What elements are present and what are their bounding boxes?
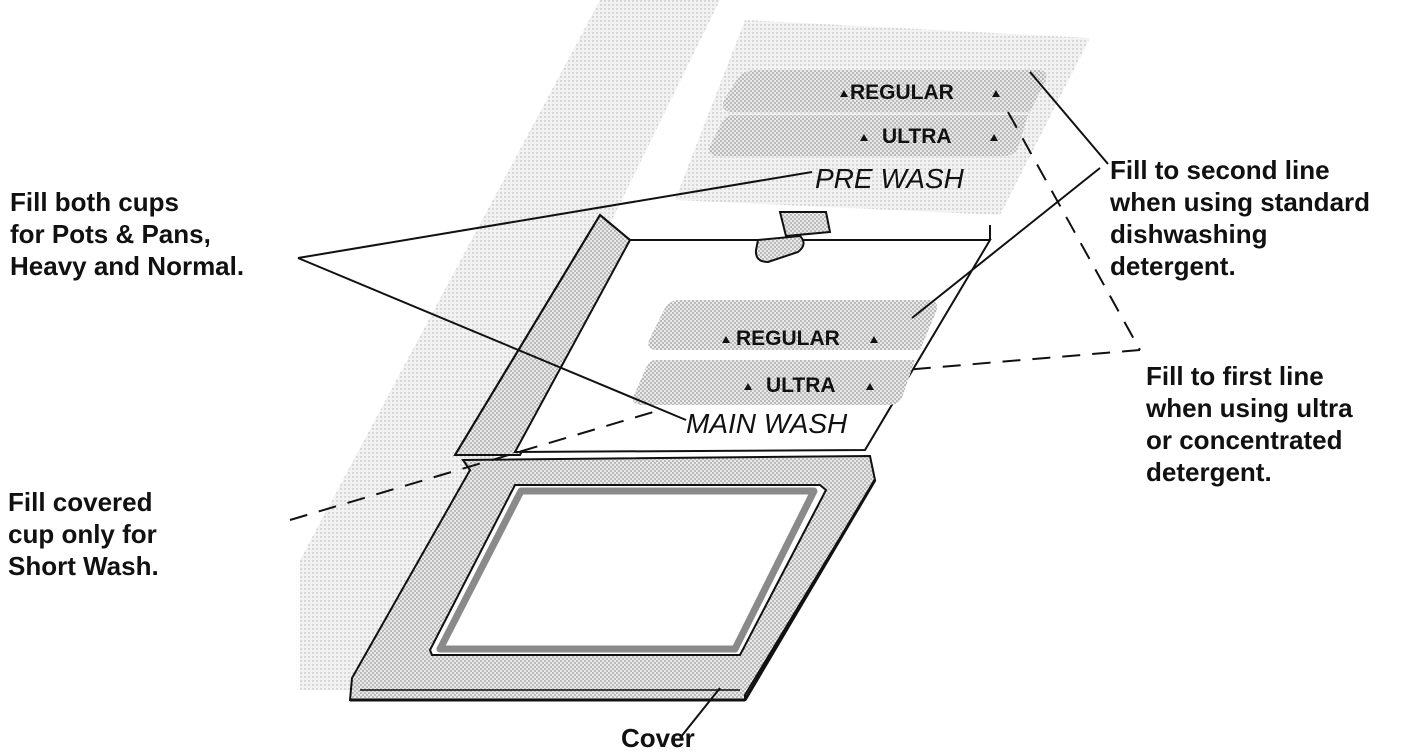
arrow-up-icon bbox=[860, 134, 868, 141]
main-wash-ultra-band bbox=[632, 360, 915, 405]
callout-line: or concentrated bbox=[1146, 425, 1343, 455]
main-wash-ultra-label: ULTRA bbox=[766, 374, 836, 397]
main-wash-regular-label: REGULAR bbox=[736, 327, 840, 350]
callout-fill-both-cups: Fill both cups for Pots & Pans, Heavy an… bbox=[10, 186, 244, 282]
callout-line: Fill covered bbox=[8, 487, 153, 517]
leader-first-line-main bbox=[903, 349, 1141, 371]
leader-cover bbox=[679, 687, 721, 739]
pre-wash-ultra-band bbox=[708, 115, 1028, 156]
main-wash-cup: REGULAR ULTRA MAIN WASH bbox=[632, 300, 938, 439]
pre-wash-cup: REGULAR ULTRA PRE WASH bbox=[708, 70, 1047, 194]
callout-first-line: Fill to first line when using ultra or c… bbox=[1146, 360, 1353, 488]
cover-edge bbox=[743, 479, 877, 701]
callout-line: when using ultra bbox=[1146, 393, 1353, 423]
arrow-up-icon bbox=[744, 383, 752, 390]
main-wash-regular-band bbox=[648, 300, 938, 350]
latch bbox=[754, 211, 832, 264]
pre-wash-ultra-label: ULTRA bbox=[882, 125, 952, 148]
callout-line: cup only for bbox=[8, 519, 157, 549]
callout-line: Fill to second line bbox=[1110, 155, 1330, 185]
leader-second-line-pre bbox=[1029, 71, 1109, 165]
leader-fill-covered bbox=[289, 409, 661, 521]
callout-line: detergent. bbox=[1110, 251, 1236, 281]
lid-edge bbox=[454, 214, 601, 456]
leader-first-line-pre bbox=[1007, 111, 1141, 351]
callout-cover: Cover bbox=[621, 722, 695, 754]
callout-line: Fill both cups bbox=[10, 187, 179, 217]
leader-lines bbox=[297, 71, 1109, 739]
arrow-up-icon bbox=[722, 336, 730, 343]
cover-gasket bbox=[436, 487, 818, 653]
cover bbox=[348, 454, 877, 702]
arrow-up-icon bbox=[840, 90, 848, 97]
callout-line: Fill to first line bbox=[1146, 361, 1324, 391]
pre-wash-regular-label: REGULAR bbox=[850, 81, 954, 104]
callout-line: detergent. bbox=[1146, 457, 1272, 487]
callout-line: for Pots & Pans, bbox=[10, 219, 211, 249]
pre-wash-title: PRE WASH bbox=[815, 163, 965, 194]
dashed-leader-lines bbox=[289, 111, 1141, 521]
arrow-up-icon bbox=[870, 336, 878, 343]
cover-window bbox=[428, 484, 828, 656]
callout-line: Short Wash. bbox=[8, 551, 159, 581]
lid-edge bbox=[599, 214, 631, 241]
leader-fill-both-pre bbox=[297, 171, 813, 259]
callout-line: Cover bbox=[621, 723, 695, 753]
callout-line: Heavy and Normal. bbox=[10, 251, 245, 281]
arrow-up-icon bbox=[990, 134, 998, 141]
door-panel-shading bbox=[300, 0, 720, 690]
callout-line: when using standard bbox=[1110, 187, 1371, 217]
leader-fill-both-main bbox=[297, 257, 687, 421]
callout-line: dishwashing bbox=[1110, 219, 1268, 249]
pre-wash-regular-band bbox=[722, 70, 1047, 112]
main-wash-title: MAIN WASH bbox=[686, 408, 848, 439]
leader-second-line-main bbox=[911, 167, 1101, 319]
arrow-up-icon bbox=[992, 90, 1000, 97]
callout-fill-covered-cup: Fill covered cup only for Short Wash. bbox=[8, 486, 159, 582]
arrow-up-icon bbox=[866, 383, 874, 390]
callout-second-line: Fill to second line when using standard … bbox=[1110, 154, 1370, 282]
